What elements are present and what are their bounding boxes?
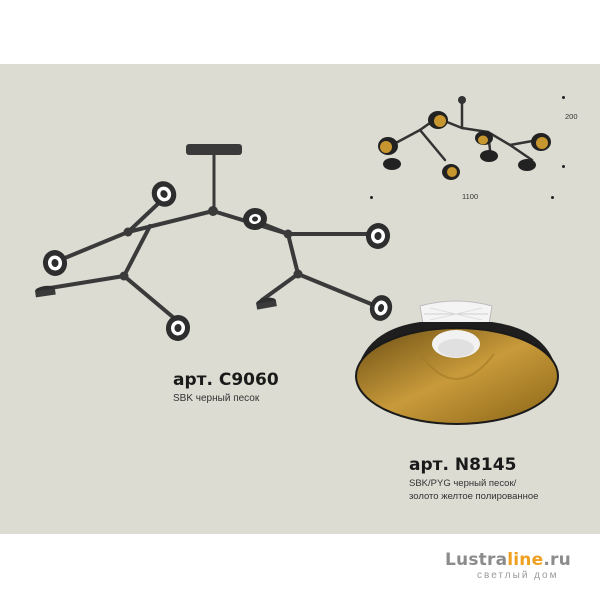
product-panel (0, 64, 600, 534)
height-dimension-label: 200 (565, 112, 578, 121)
product-finish-c9060: SBK черный песок (173, 393, 260, 404)
dimension-marker (562, 165, 565, 168)
dimension-marker (562, 96, 565, 99)
brand-name-part3: .ru (543, 550, 571, 570)
brand-name-part2: line (507, 550, 544, 570)
dimension-marker (370, 196, 373, 199)
brand-logo[interactable]: Lustraline.ru (445, 550, 571, 570)
brand-tagline: светлый дом (477, 570, 559, 581)
product-finish-n8145-line1: SBK/PYG черный песок/ (409, 478, 517, 489)
width-dimension-label: 1100 (462, 192, 479, 201)
product-finish-n8145-line2: золото желтое полированное (409, 491, 539, 502)
product-article-n8145: арт. N8145 (409, 455, 517, 475)
brand-name-part1: Lustra (445, 550, 508, 570)
product-article-c9060: арт. C9060 (173, 370, 279, 390)
dimension-marker (551, 196, 554, 199)
